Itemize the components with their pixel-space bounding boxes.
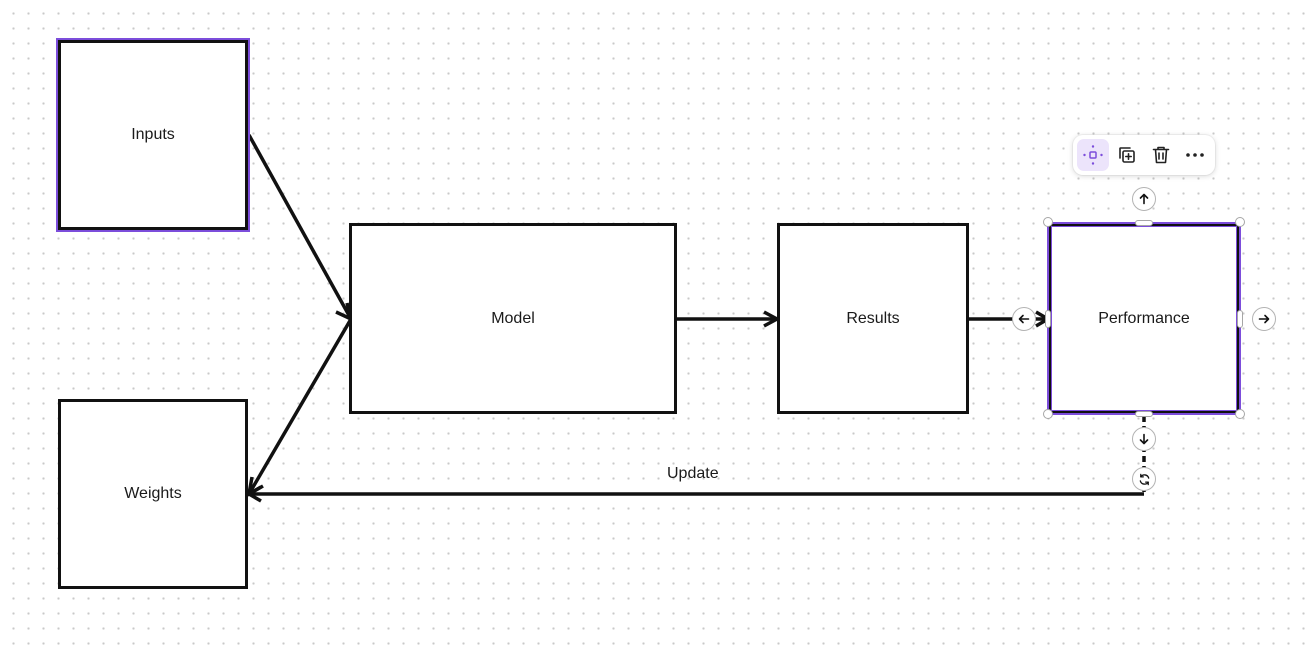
arrow-right-icon bbox=[1258, 314, 1270, 324]
rotate-icon bbox=[1139, 473, 1149, 485]
connect-up-button[interactable] bbox=[1132, 187, 1156, 211]
node-inputs[interactable]: Inputs bbox=[56, 38, 250, 232]
trash-icon bbox=[1152, 146, 1170, 164]
duplicate-icon bbox=[1119, 147, 1135, 163]
resize-handle-bottom[interactable] bbox=[1135, 411, 1153, 417]
edge-label-update[interactable]: Update bbox=[667, 465, 719, 482]
resize-handle-left[interactable] bbox=[1045, 310, 1051, 328]
edge-model-to-weights[interactable] bbox=[247, 318, 353, 495]
resize-handle-right[interactable] bbox=[1237, 310, 1243, 328]
node-model-label: Model bbox=[491, 309, 535, 327]
node-model[interactable]: Model bbox=[349, 223, 677, 414]
connect-down-button[interactable] bbox=[1132, 427, 1156, 451]
arrow-up-icon bbox=[1139, 193, 1149, 205]
connect-right-button[interactable] bbox=[1252, 307, 1276, 331]
arrow-down-icon bbox=[1139, 433, 1149, 445]
arrow-left-icon bbox=[1018, 314, 1030, 324]
node-inputs-label: Inputs bbox=[131, 126, 175, 143]
element-toolbar bbox=[1073, 135, 1215, 175]
resize-handle-top-left[interactable] bbox=[1043, 217, 1053, 227]
move-button[interactable] bbox=[1077, 139, 1109, 171]
node-performance[interactable]: Performance bbox=[1047, 222, 1241, 415]
more-icon bbox=[1186, 153, 1204, 157]
node-weights-label: Weights bbox=[124, 485, 182, 502]
move-icon bbox=[1083, 145, 1103, 165]
duplicate-button[interactable] bbox=[1111, 139, 1143, 171]
arrowhead-weights-from-performance bbox=[245, 485, 262, 503]
edge-inputs-to-model[interactable] bbox=[247, 134, 353, 320]
connect-left-button[interactable] bbox=[1012, 307, 1036, 331]
node-results-label: Results bbox=[846, 309, 900, 327]
resize-handle-top-right[interactable] bbox=[1235, 217, 1245, 227]
node-performance-label: Performance bbox=[1098, 309, 1190, 327]
resize-handle-bottom-left[interactable] bbox=[1043, 409, 1053, 419]
delete-button[interactable] bbox=[1145, 139, 1177, 171]
resize-handle-bottom-right[interactable] bbox=[1235, 409, 1245, 419]
node-weights[interactable]: Weights bbox=[58, 399, 248, 589]
rotate-button[interactable] bbox=[1132, 467, 1156, 491]
resize-handle-top[interactable] bbox=[1135, 220, 1153, 226]
more-options-button[interactable] bbox=[1179, 139, 1211, 171]
node-results[interactable]: Results bbox=[777, 223, 969, 414]
